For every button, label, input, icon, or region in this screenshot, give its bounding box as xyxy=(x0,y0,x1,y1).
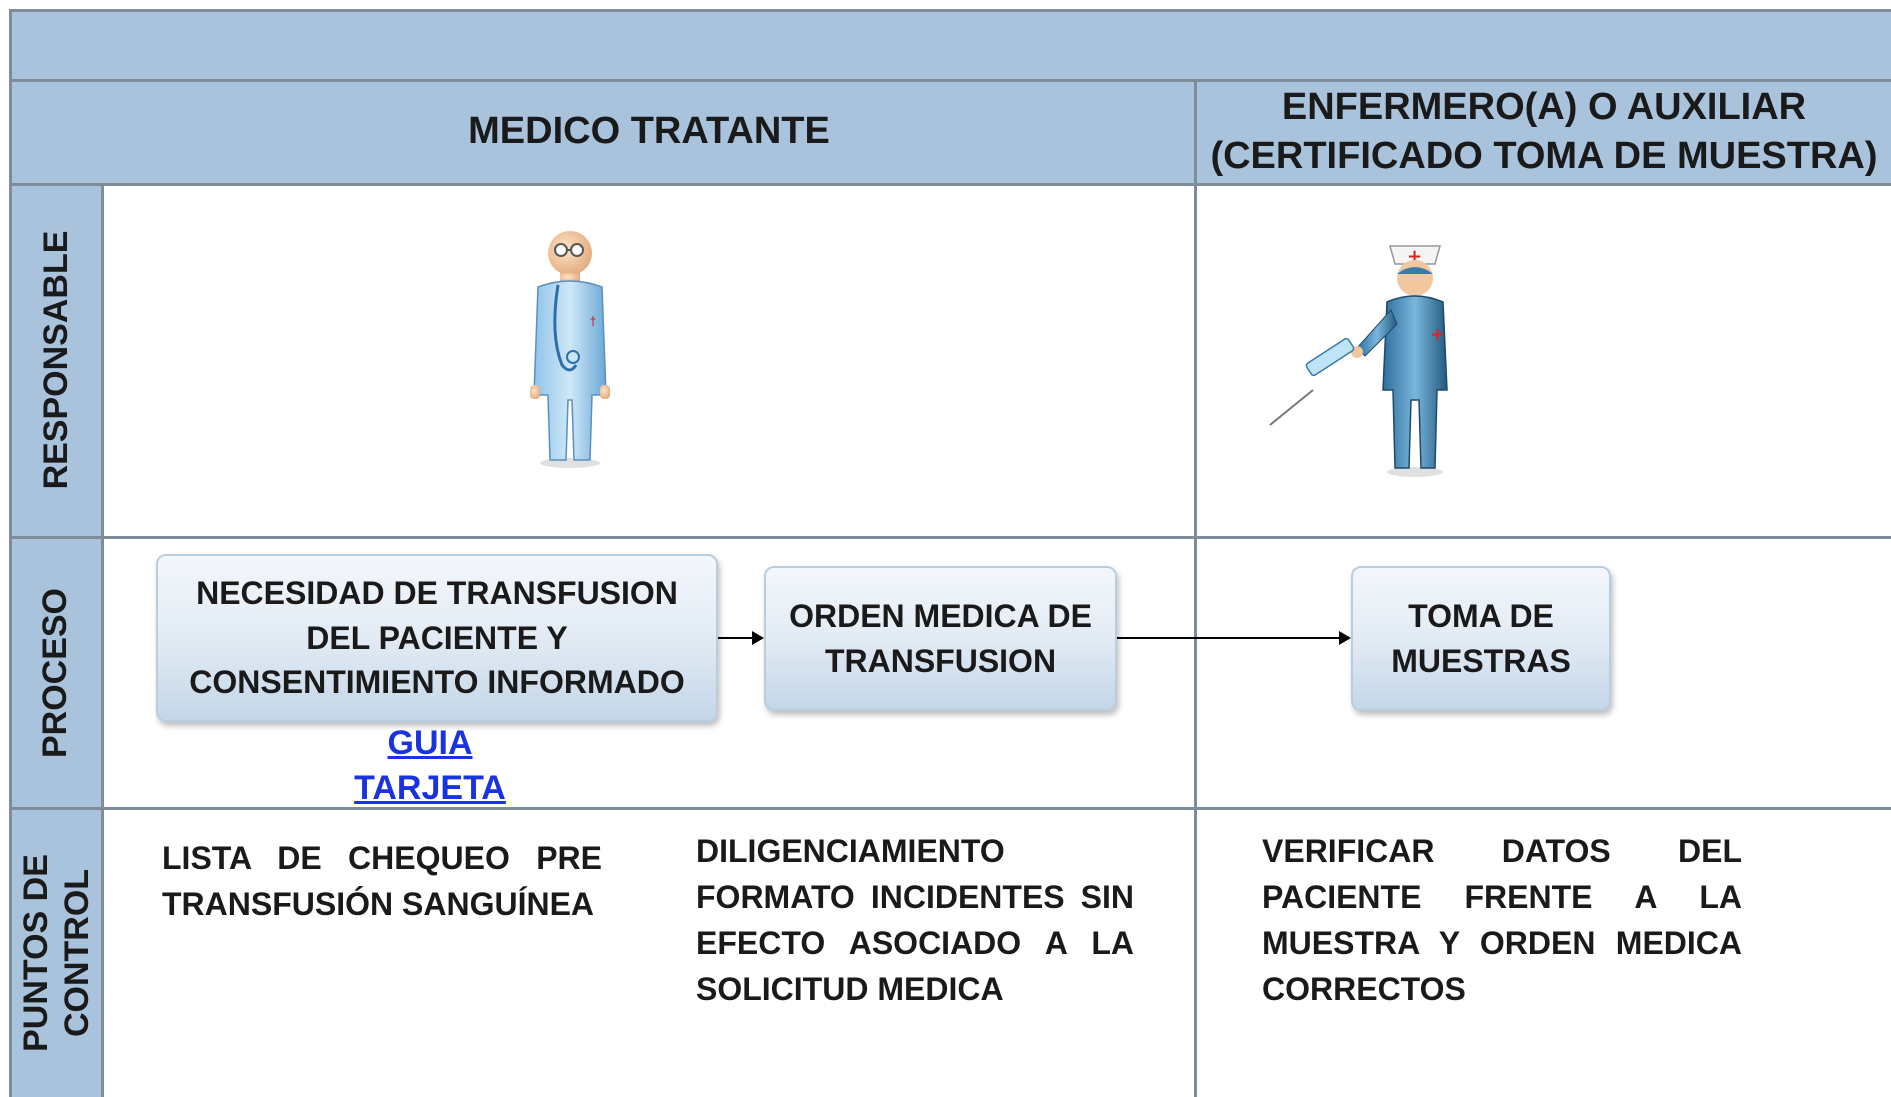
row-label-proceso: PROCESO xyxy=(35,587,74,759)
grid-line xyxy=(10,807,1891,810)
grid-line xyxy=(10,9,1891,12)
column-header-medico: MEDICO TRATANTE xyxy=(104,82,1194,182)
column-header-enfermero-line2: (CERTIFICADO TOMA DE MUESTRA) xyxy=(1210,135,1878,177)
guia-link[interactable]: GUIA xyxy=(387,724,473,762)
row-label-column xyxy=(10,184,102,1097)
process-step-necesidad-transfusion[interactable]: NECESIDAD DE TRANSFUSION DEL PACIENTE Y … xyxy=(156,554,718,722)
control-verificar-datos: VERIFICAR DATOS DEL PACIENTE FRENTE A LA… xyxy=(1262,833,1742,1007)
grid-line xyxy=(101,183,104,1097)
svg-text:†: † xyxy=(590,314,596,328)
grid-line xyxy=(10,79,1891,82)
nurse-syringe-icon: + + xyxy=(1269,245,1448,477)
process-step-toma-muestras[interactable]: TOMA DE MUESTRAS xyxy=(1351,566,1611,711)
grid-line xyxy=(1194,79,1197,1097)
column-header-enfermero: ENFERMERO(A) O AUXILIAR (CERTIFICADO TOM… xyxy=(1197,82,1891,182)
column-header-medico-text: MEDICO TRATANTE xyxy=(468,110,830,153)
row-label-puntos-de-control: PUNTOS DE CONTROL xyxy=(17,854,96,1052)
process-step-orden-medica[interactable]: ORDEN MEDICA DE TRANSFUSION xyxy=(764,566,1117,711)
grid-line xyxy=(10,183,1891,186)
grid-line xyxy=(9,9,12,1097)
flow-arrow xyxy=(1117,631,1351,645)
svg-text:+: + xyxy=(1430,324,1445,345)
control-lista-chequeo: LISTA DE CHEQUEO PRE TRANSFUSIÓN SANGUÍN… xyxy=(162,840,602,922)
header-row xyxy=(10,80,1891,184)
doctor-icon: † xyxy=(530,231,610,468)
flow-arrow xyxy=(718,631,764,645)
top-band xyxy=(10,10,1891,80)
column-header-enfermero-line1: ENFERMERO(A) O AUXILIAR xyxy=(1281,85,1807,128)
grid-line xyxy=(10,536,1891,539)
row-label-responsable: RESPONSABLE xyxy=(36,230,75,490)
tarjeta-link[interactable]: TARJETA xyxy=(354,769,506,807)
control-diligenciamiento: DILIGENCIAMIENTO FORMATO INCIDENTES SIN … xyxy=(696,833,1134,1007)
